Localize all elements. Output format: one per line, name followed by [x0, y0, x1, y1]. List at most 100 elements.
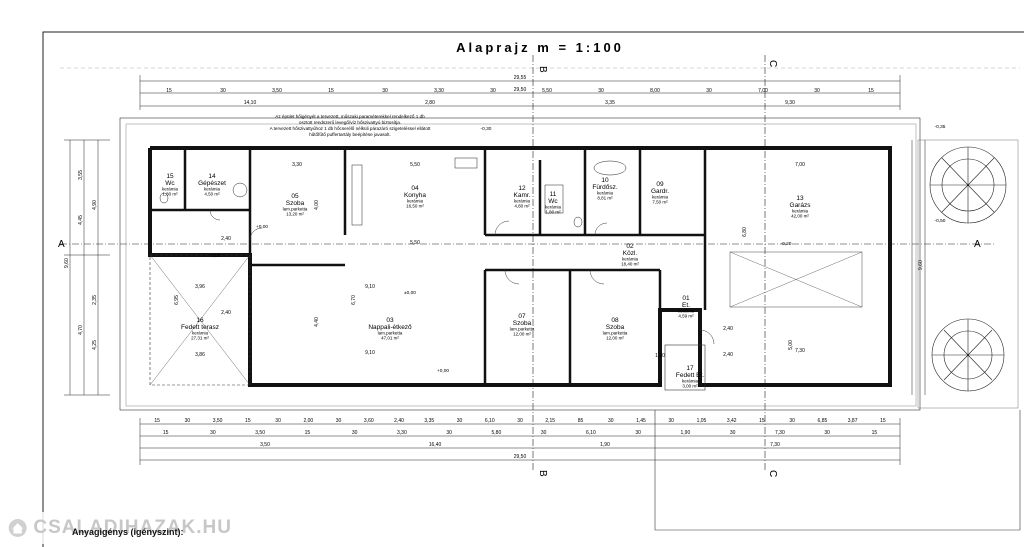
heating-note: Az épület hőigényét a tervezett, műszaki… [270, 114, 432, 137]
room-area: 1,80 m² [162, 192, 178, 197]
level-value: -0,02 [210, 253, 221, 259]
dim-bottom-value: 30 [608, 418, 614, 424]
room-number: 04 [411, 185, 419, 192]
left-dimensions [64, 139, 110, 396]
dim-inner-value: 9,10 [365, 284, 375, 290]
room-name: Konyha [404, 192, 426, 199]
tree-symbol [931, 318, 1005, 392]
dim-bottom-value: 2,15 [545, 418, 555, 424]
dim-bottom-value: 1,45 [636, 418, 646, 424]
dim-bottom2-value: 15 [872, 430, 878, 436]
dim-inner-value: 3,86 [195, 352, 205, 358]
room-number: 07 [518, 313, 526, 320]
dim-top-value: 30 [220, 88, 226, 94]
dim-inner-value: 2,40 [723, 326, 733, 332]
dim-top-value: 30 [706, 88, 712, 94]
room-material: kerámia [652, 195, 669, 200]
dim-inner-value: 5,50 [410, 162, 420, 168]
dim-top2-value: 14,10 [244, 100, 257, 106]
dim-bottom2-value: 30 [210, 430, 216, 436]
dim-bottom2-value: 30 [352, 430, 358, 436]
dim-top-value: 7,00 [758, 88, 768, 94]
dim-left-value: 4,25 [92, 340, 98, 350]
room-area: 27,31 m² [191, 336, 209, 341]
dim-bottom-value: 15 [154, 418, 160, 424]
exterior-walls [148, 146, 892, 387]
dim-bottom-value: 85 [578, 418, 584, 424]
level-value: -0,35 [935, 124, 946, 130]
dim-bottom-value: 30 [457, 418, 463, 424]
dim-left-value: 4,90 [92, 200, 98, 210]
dim-top-value: 15 [868, 88, 874, 94]
room-material: kerámia [545, 205, 562, 210]
dim-bottom3-value: 16,40 [429, 442, 442, 448]
entrance-porch [664, 344, 706, 391]
room-area: 8,81 m² [597, 196, 613, 201]
room-material: kerámia [792, 209, 809, 214]
dim-bottom2-value: 30 [635, 430, 641, 436]
room-name: Wc [548, 198, 558, 205]
materials-label: Anyagigénys (igényszint): [72, 527, 184, 537]
room-name: Kamr. [514, 192, 531, 199]
dim-inner-value: 2,40 [221, 310, 231, 316]
dim-bottom-value: 3,50 [213, 418, 223, 424]
dim-bottom2-value: 30 [541, 430, 547, 436]
dim-top-value: 3,30 [434, 88, 444, 94]
dim-bottom2-value: 30 [824, 430, 830, 436]
dim-inner-value: 5,00 [788, 340, 794, 350]
dim-inner-value: 2,40 [723, 352, 733, 358]
section-b-bottom: B [537, 470, 548, 477]
room-number: 01 [682, 295, 690, 302]
level-value: -0,30 [481, 126, 492, 132]
dim-bottom2-value: 15 [305, 430, 311, 436]
dim-top-value: 8,00 [650, 88, 660, 94]
dim-bottom-value: 30 [275, 418, 281, 424]
section-a-left: A [58, 239, 65, 250]
room-number: 13 [796, 195, 804, 202]
dim-bottom-value: 15 [880, 418, 886, 424]
dim-right-total: 9,60 [918, 260, 924, 270]
level-value: +0,00 [256, 224, 268, 230]
room-material: kerámia [192, 331, 209, 336]
section-lines [60, 55, 995, 470]
plinth-inner-outline [125, 123, 917, 407]
dim-bottom3-value: 7,30 [770, 442, 780, 448]
room-name: Et. [682, 302, 690, 309]
top-dimensions [139, 75, 901, 110]
dim-bottom3-value: 3,50 [260, 442, 270, 448]
room-material: kerámia [678, 309, 695, 314]
dim-top-value: 15 [328, 88, 334, 94]
room-name: Fedett Et. [676, 372, 704, 379]
room-number: 17 [686, 365, 694, 372]
room-material: lam.parketta [378, 331, 403, 336]
dim-inner-value: 3,30 [292, 162, 302, 168]
room-name: Gépészet [198, 180, 226, 187]
dim-left-value: 3,55 [78, 170, 84, 180]
room-number: 12 [518, 185, 526, 192]
dim-inner-value: 9,10 [365, 350, 375, 356]
dim-bottom-value: 30 [789, 418, 795, 424]
level-markers: ±0,00-0,30-0,02-0,35-0,50-0,20+0,00+0,00 [210, 124, 946, 374]
interior-walls [150, 148, 707, 385]
dim-inner-value: 5,50 [410, 240, 420, 246]
room-name: Gardr. [651, 188, 669, 195]
right-dimensions [911, 140, 926, 395]
room-material: kerámia [622, 257, 639, 262]
dim-bottom3-value: 1,90 [600, 442, 610, 448]
dim-inner-value: 7,30 [795, 348, 805, 354]
dim-bottom2-value: 30 [446, 430, 452, 436]
dim-top-value: 30 [490, 88, 496, 94]
room-area: 1,80 m² [545, 210, 561, 215]
room-area: 13,20 m² [286, 212, 304, 217]
watermark-text: CSALADIHAZAK.HU [33, 517, 232, 538]
section-b-top: B [537, 66, 548, 73]
dim-bottom-value: 30 [668, 418, 674, 424]
room-material: lam.parketta [510, 327, 535, 332]
toilet [159, 192, 169, 204]
room-number: 15 [166, 173, 174, 180]
room-name: Szoba [513, 320, 532, 327]
dim-top-total2: 29,50 [514, 87, 527, 93]
